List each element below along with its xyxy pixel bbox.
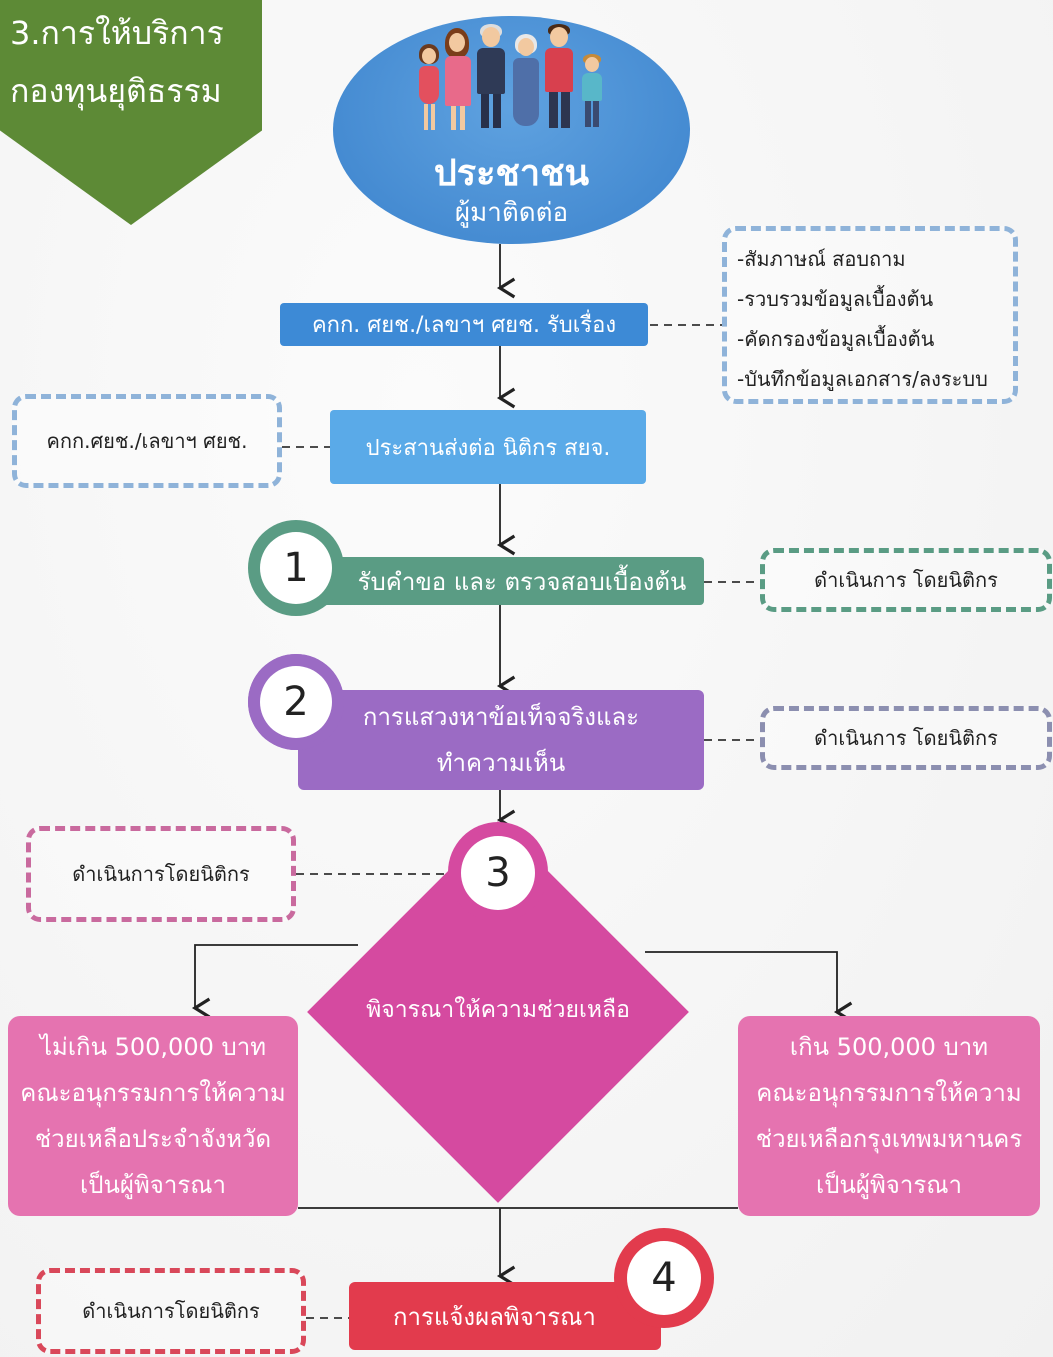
branch-left-line2: คณะอนุกรรมการให้ความ: [20, 1079, 286, 1107]
step4-note-box: ดำเนินการโดยนิติกร: [36, 1268, 306, 1354]
intake-note-3: -คัดกรองข้อมูลเบื้องต้น: [737, 327, 935, 351]
step2-note: ดำเนินการ โดยนิติกร: [814, 726, 998, 750]
coordinate-label: ประสานส่งต่อ นิติกร สยจ.: [365, 435, 611, 461]
coordinate-note-box: คกก.ศยช./เลขาฯ ศยช.: [12, 394, 282, 488]
step1-bar: รับคำขอ และ ตรวจสอบเบื้องต้น: [300, 557, 704, 605]
coordinate-note: คกก.ศยช./เลขาฯ ศยช.: [46, 429, 248, 453]
arrow-to-left-branch: [191, 944, 358, 1019]
intake-note-1: -สัมภาษณ์ สอบถาม: [737, 247, 906, 271]
step2-label-line2: ทำความเห็น: [436, 749, 566, 777]
branch-right-line4: เป็นผู้พิจารณา: [816, 1171, 962, 1199]
step4-number: 4: [627, 1241, 701, 1315]
start-node: ประชาชน ผู้มาติดต่อ: [333, 16, 690, 244]
step1-note: ดำเนินการ โดยนิติกร: [814, 568, 998, 592]
step1-note-box: ดำเนินการ โดยนิติกร: [760, 548, 1052, 612]
step2-number: 2: [260, 666, 332, 738]
step1-label: รับคำขอ และ ตรวจสอบเบื้องต้น: [357, 567, 687, 596]
start-title: ประชาชน: [433, 153, 590, 194]
step2-note-box: ดำเนินการ โดยนิติกร: [760, 706, 1052, 770]
intake-label: คกก. ศยช./เลขาฯ ศยช. รับเรื่อง: [311, 313, 617, 338]
step2-label-line1: การแสวงหาข้อเท็จจริงและ: [362, 703, 640, 731]
branch-right-line3: ช่วยเหลือกรุงเทพมหานคร: [755, 1125, 1023, 1153]
step3-label: พิจารณาให้ความช่วยเหลือ: [366, 997, 630, 1023]
intake-box: คกก. ศยช./เลขาฯ ศยช. รับเรื่อง: [280, 303, 648, 346]
family-icon: [413, 24, 613, 136]
step4-bar: การแจ้งผลพิจารณา: [349, 1282, 661, 1350]
step3-note-box: ดำเนินการโดยนิติกร: [26, 826, 296, 922]
branch-left-line4: เป็นผู้พิจารณา: [80, 1171, 226, 1199]
branch-left-box: ไม่เกิน 500,000 บาท คณะอนุกรรมการให้ความ…: [8, 1016, 298, 1216]
branch-right-line2: คณะอนุกรรมการให้ความ: [756, 1079, 1022, 1107]
intake-note-2: -รวบรวมข้อมูลเบื้องต้น: [737, 287, 934, 311]
start-subtitle: ผู้มาติดต่อ: [454, 198, 569, 228]
step1-number: 1: [260, 532, 332, 604]
step3-note: ดำเนินการโดยนิติกร: [72, 862, 250, 886]
branch-right-box: เกิน 500,000 บาท คณะอนุกรรมการให้ความ ช่…: [738, 1016, 1040, 1216]
step2-bar: การแสวงหาข้อเท็จจริงและ ทำความเห็น: [298, 690, 704, 790]
intake-note-4: -บันทึกข้อมูลเอกสาร/ลงระบบ: [737, 367, 988, 391]
intake-notes-box: -สัมภาษณ์ สอบถาม -รวบรวมข้อมูลเบื้องต้น …: [722, 226, 1018, 404]
header-title-line1: 3.การให้บริการ: [10, 14, 224, 52]
step4-note: ดำเนินการโดยนิติกร: [82, 1299, 260, 1323]
branch-right-line1: เกิน 500,000 บาท: [789, 1033, 989, 1061]
coordinate-box: ประสานส่งต่อ นิติกร สยจ.: [330, 410, 646, 484]
branch-left-line1: ไม่เกิน 500,000 บาท: [39, 1033, 267, 1061]
step4-label: การแจ้งผลพิจารณา: [393, 1302, 596, 1331]
header-title-line2: กองทุนยุติธรรม: [10, 72, 222, 110]
arrow-to-right-branch: [645, 951, 853, 1023]
step3-number: 3: [461, 836, 535, 910]
branch-left-line3: ช่วยเหลือประจำจังหวัด: [34, 1125, 272, 1153]
